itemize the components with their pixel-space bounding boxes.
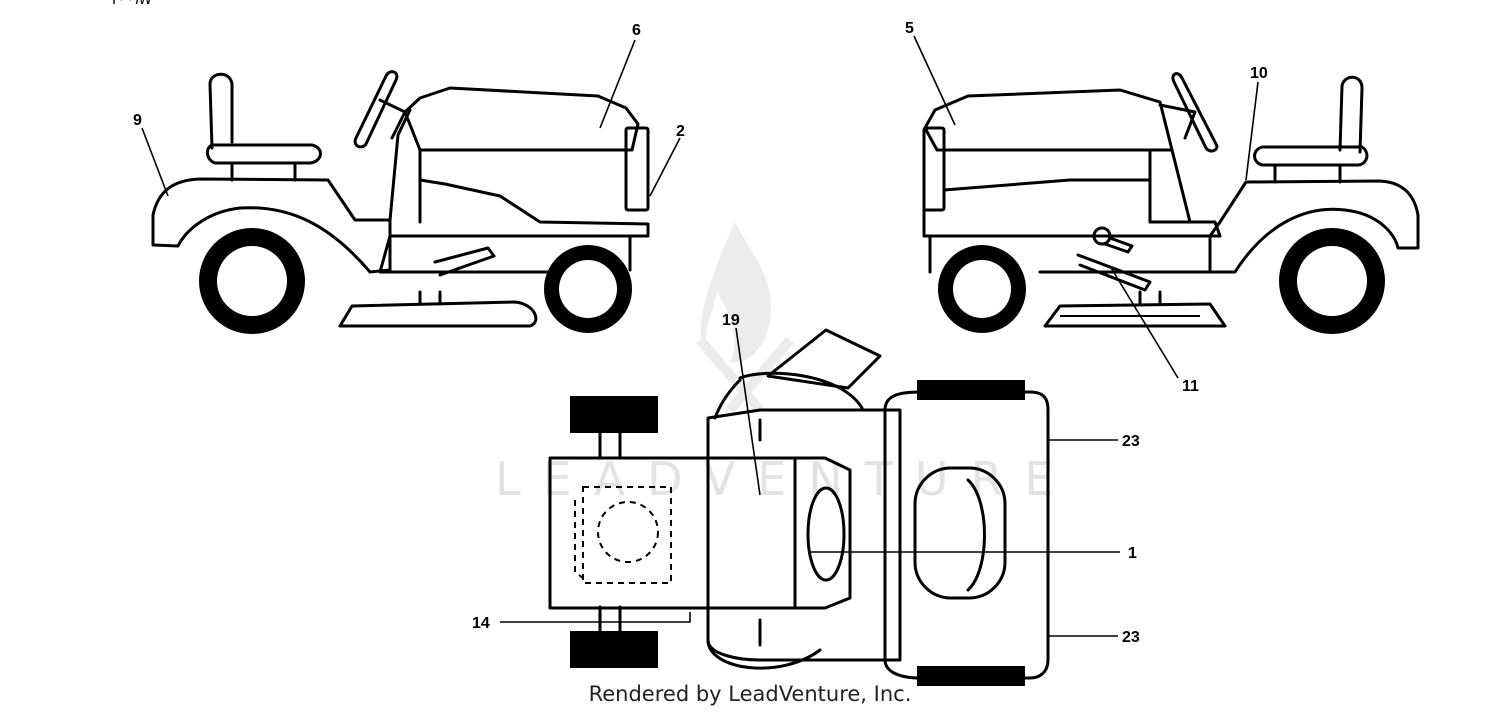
- cropped-corner-text: ꟻ ꟷ ꟿ: [108, 0, 152, 9]
- rear-right-tire: [917, 666, 1025, 686]
- front-left-tire: [570, 396, 658, 433]
- mower-deck: [338, 300, 538, 328]
- mower-deck: [706, 408, 902, 662]
- mower-deck: [1043, 302, 1227, 328]
- callout-23-bottom: 23: [1122, 629, 1140, 646]
- callout-11: 11: [1182, 378, 1199, 395]
- front-right-tire: [570, 631, 658, 668]
- hood: [403, 86, 640, 152]
- callout-5: 5: [905, 20, 914, 37]
- grille: [624, 126, 650, 212]
- steering-wheel-top: [806, 486, 846, 582]
- grille: [922, 126, 946, 212]
- callouts: 9 6 2 5 10 11 19 23 1 14 23: [133, 20, 1268, 646]
- leader-lines: [141, 35, 1259, 637]
- chassis: [388, 178, 650, 238]
- rear-left-tire: [917, 380, 1025, 400]
- discharge-chute: [766, 328, 882, 390]
- callout-19: 19: [722, 312, 740, 329]
- left-side-view-mower: [151, 70, 650, 334]
- callout-10: 10: [1250, 65, 1268, 82]
- callout-14: 14: [472, 615, 490, 632]
- seat-top: [913, 466, 1007, 600]
- watermark-text: LEADVENTURE: [495, 452, 1076, 506]
- callout-2: 2: [676, 123, 685, 140]
- flame-logo-icon: [700, 222, 771, 363]
- callout-1: 1: [1128, 545, 1137, 562]
- steering-wheel: [1171, 72, 1219, 153]
- footer-credit: Rendered by LeadVenture, Inc.: [588, 682, 912, 706]
- lift-lever-knob: [1092, 226, 1112, 246]
- seat-back: [1338, 75, 1364, 154]
- rear-fender: [151, 177, 392, 274]
- watermark: LEADVENTURE: [495, 222, 1076, 506]
- hood: [923, 88, 1174, 152]
- seat-back: [208, 72, 234, 150]
- top-view-mower: [548, 328, 1050, 686]
- seat-cushion: [1253, 145, 1369, 167]
- rear-fender: [1208, 179, 1420, 274]
- seat-cushion: [206, 143, 322, 165]
- callout-6: 6: [632, 22, 641, 39]
- hood-top: [548, 456, 852, 610]
- steering-wheel: [353, 70, 399, 149]
- callout-23-top: 23: [1122, 433, 1140, 450]
- rear-body: [883, 390, 1050, 680]
- right-side-view-mower: [922, 72, 1420, 334]
- callout-9: 9: [133, 112, 142, 129]
